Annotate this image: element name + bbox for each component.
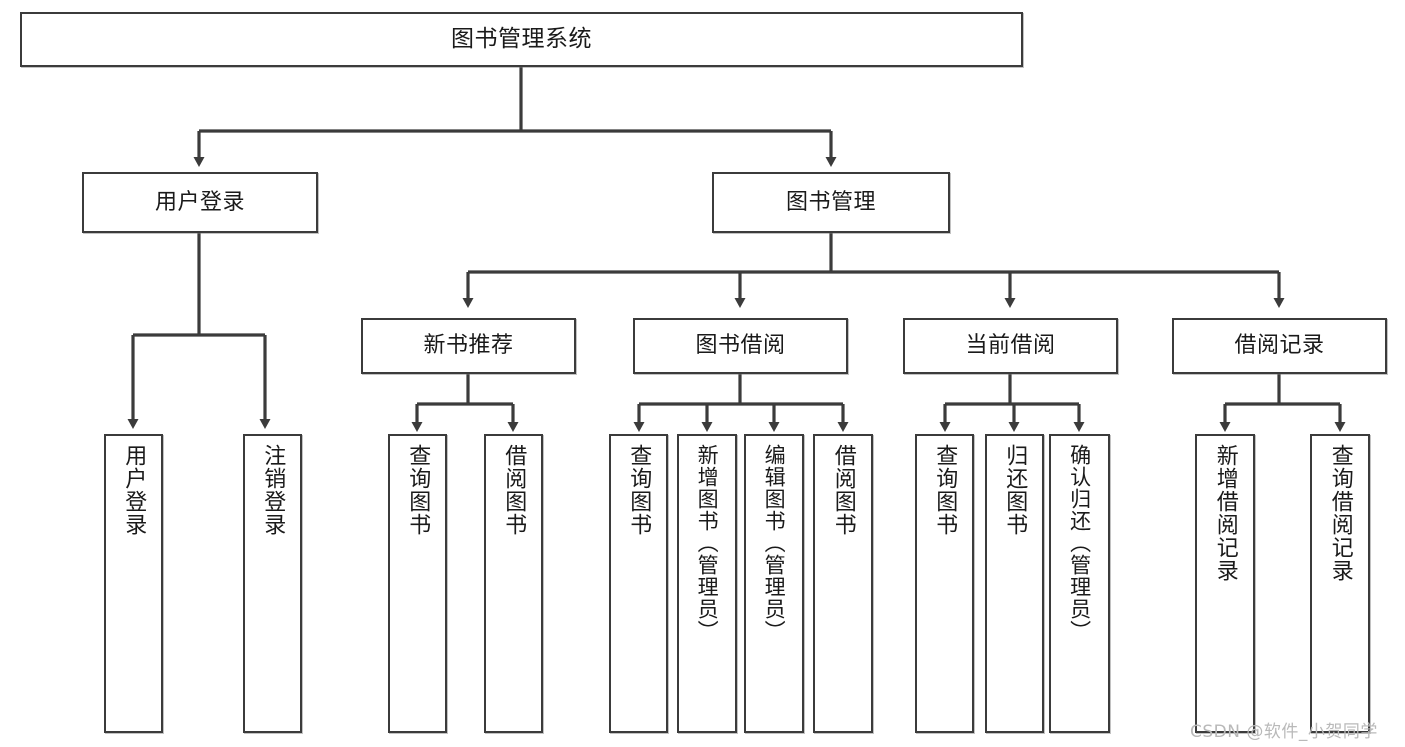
leaf-query-book-borrow[interactable]: 查询图书 xyxy=(609,434,668,733)
leaf-query-book-recommend-label: 查询图书 xyxy=(405,444,431,536)
node-user-login[interactable]: 用户登录 xyxy=(82,172,318,233)
node-root[interactable]: 图书管理系统 xyxy=(20,12,1023,67)
leaf-logout[interactable]: 注销登录 xyxy=(243,434,302,733)
leaf-borrow-book-label: 借阅图书 xyxy=(830,444,856,536)
leaf-borrow-book-recommend[interactable]: 借阅图书 xyxy=(484,434,543,733)
leaf-add-book-admin[interactable]: 新增图书（管理员） xyxy=(677,434,737,733)
leaf-query-book-current[interactable]: 查询图书 xyxy=(915,434,974,733)
leaf-user-login-label: 用户登录 xyxy=(121,444,147,536)
leaf-return-book[interactable]: 归还图书 xyxy=(985,434,1044,733)
node-root-label: 图书管理系统 xyxy=(451,26,592,53)
node-current-borrow-label: 当前借阅 xyxy=(965,333,1056,359)
node-current-borrow[interactable]: 当前借阅 xyxy=(903,318,1118,374)
leaf-query-book-borrow-label: 查询图书 xyxy=(626,444,652,536)
leaf-return-book-label: 归还图书 xyxy=(1002,444,1028,536)
leaf-confirm-return-admin-label: 确认归还（管理员） xyxy=(1067,444,1092,642)
csdn-watermark: CSDN @软件_小贺同学 xyxy=(1190,722,1378,742)
leaf-add-borrow-record-label: 新增借阅记录 xyxy=(1212,444,1238,582)
leaf-query-book-current-label: 查询图书 xyxy=(932,444,958,536)
leaf-edit-book-admin[interactable]: 编辑图书（管理员） xyxy=(744,434,804,733)
leaf-query-borrow-record-label: 查询借阅记录 xyxy=(1327,444,1353,582)
leaf-user-login[interactable]: 用户登录 xyxy=(104,434,163,733)
leaf-query-book-recommend[interactable]: 查询图书 xyxy=(388,434,447,733)
node-book-borrow-label: 图书借阅 xyxy=(695,333,786,359)
node-borrow-records-label: 借阅记录 xyxy=(1234,333,1325,359)
node-user-login-label: 用户登录 xyxy=(154,189,245,215)
leaf-logout-label: 注销登录 xyxy=(260,444,286,536)
node-new-book-recommend[interactable]: 新书推荐 xyxy=(361,318,576,374)
leaf-confirm-return-admin[interactable]: 确认归还（管理员） xyxy=(1049,434,1110,733)
node-book-management-label: 图书管理 xyxy=(785,189,876,215)
node-borrow-records[interactable]: 借阅记录 xyxy=(1172,318,1387,374)
leaf-edit-book-admin-label: 编辑图书（管理员） xyxy=(762,444,787,642)
leaf-borrow-book-recommend-label: 借阅图书 xyxy=(501,444,527,536)
node-new-book-recommend-label: 新书推荐 xyxy=(423,333,514,359)
leaf-query-borrow-record[interactable]: 查询借阅记录 xyxy=(1310,434,1370,733)
leaf-add-borrow-record[interactable]: 新增借阅记录 xyxy=(1195,434,1255,733)
leaf-add-book-admin-label: 新增图书（管理员） xyxy=(695,444,720,642)
node-book-borrow[interactable]: 图书借阅 xyxy=(633,318,848,374)
leaf-borrow-book[interactable]: 借阅图书 xyxy=(813,434,873,733)
node-book-management[interactable]: 图书管理 xyxy=(712,172,950,233)
